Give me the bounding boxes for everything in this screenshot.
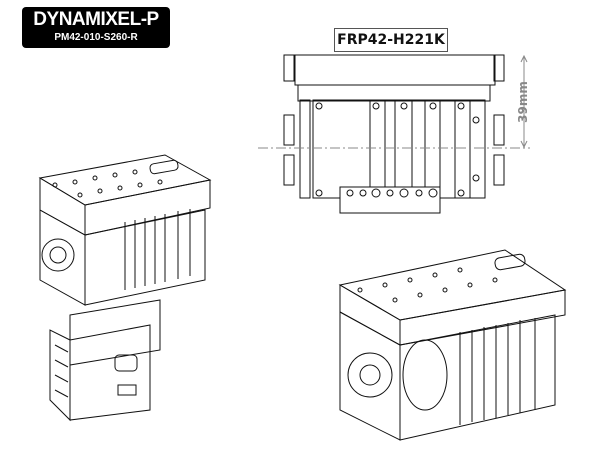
product-title: DYNAMIXEL-P	[33, 9, 159, 30]
front-view-drawing	[258, 54, 530, 214]
isometric-view-with-gearbox	[38, 154, 212, 422]
product-badge: DYNAMIXEL-P PM42-010-S260-R	[22, 7, 170, 48]
isometric-view-with-frame	[338, 249, 567, 441]
frame-label: FRP42-H221K	[334, 28, 448, 52]
product-model: PM42-010-S260-R	[54, 32, 138, 43]
